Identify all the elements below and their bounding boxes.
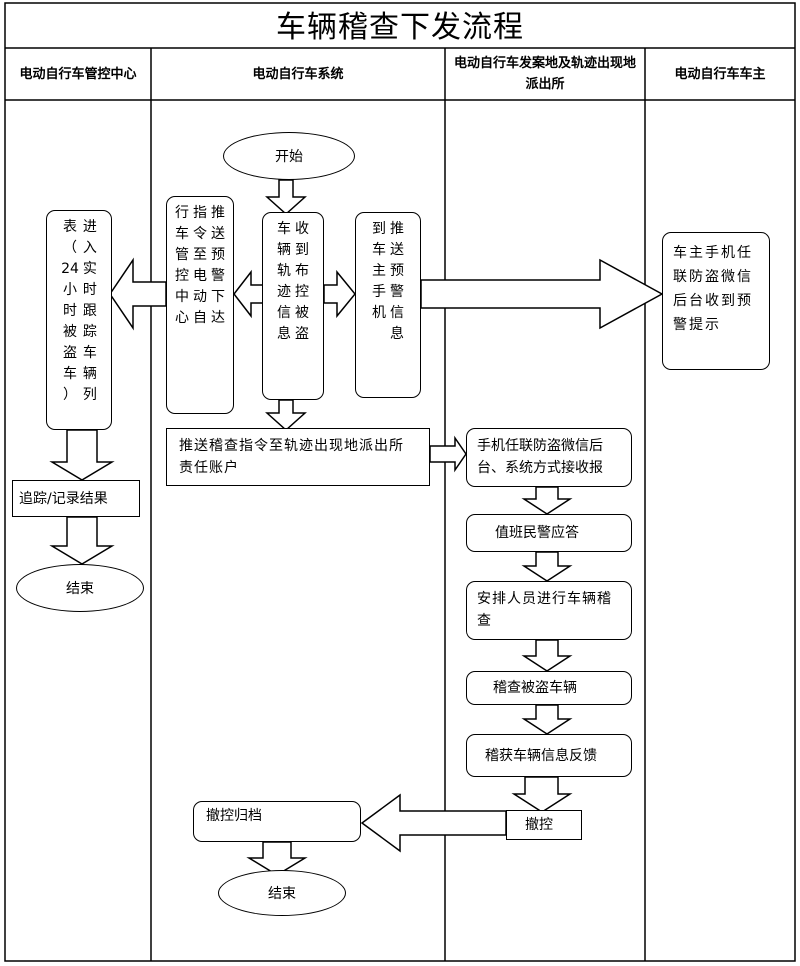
outer-border	[4, 2, 796, 962]
arrow-archive-to-end-bottom	[246, 841, 308, 876]
end-bottom-node: 结束	[218, 870, 346, 916]
push-center-node: 行车管控中心指令至电动自推送预警下达	[166, 196, 234, 414]
inspect-node: 稽查被盗车辆	[466, 671, 632, 705]
arrow-realtime-to-track	[49, 429, 115, 481]
vertical-text-column: 指令至电动自	[193, 205, 207, 326]
push-owner-node: 到车主手机推送预警信息	[355, 212, 421, 398]
vertical-text-column: 行车管控中心	[175, 205, 189, 326]
vertical-text-column: 推送预警信息	[390, 221, 404, 342]
duty-node: 值班民警应答	[466, 514, 632, 552]
arrow-start-to-receive	[265, 179, 307, 216]
track-node: 追踪/记录结果	[12, 480, 140, 517]
arrow-track-to-end-left	[49, 516, 115, 565]
vertical-text-column: 进入实时跟踪车辆列	[82, 219, 97, 403]
receive-report-node: 手机任联防盗微信后台、系统方式接收报	[466, 428, 632, 487]
arrow-receive-to-push-owner	[323, 269, 356, 319]
lane-header-control-center: 电动自行车管控中心	[19, 66, 137, 82]
arrow-push-owner-to-owner-notice	[420, 258, 664, 330]
arrow-receive-to-push-police	[265, 399, 307, 432]
feedback-node: 稽获车辆信息反馈	[466, 734, 632, 777]
arrow-cancel-to-archive	[360, 793, 507, 853]
vertical-text-column: 到车主手机	[372, 221, 386, 321]
push-police-node: 推送稽查指令至轨迹出现地派出所责任账户	[166, 428, 430, 486]
archive-node: 撤控归档	[193, 801, 361, 842]
end-left-node: 结束	[16, 564, 144, 612]
owner-notice-node: 车主手机任联防盗微信后台收到预警提示	[662, 232, 770, 370]
arrow-inspect-to-feedback	[521, 704, 573, 735]
receive-node: 车辆轨迹信息收到布控被盗	[262, 212, 324, 400]
arrow-feedback-to-cancel	[511, 776, 573, 813]
vertical-text-column: 推送预警下达	[211, 205, 225, 326]
arrow-duty-to-arrange	[521, 551, 573, 582]
diagram-title: 车辆稽查下发流程	[276, 10, 524, 45]
lane-header-system: 电动自行车系统	[252, 66, 344, 82]
arrange-node: 安排人员进行车辆稽查	[466, 581, 632, 640]
arrow-push-center-to-realtime	[109, 257, 167, 331]
lane-header-owner: 电动自行车车主	[674, 66, 766, 82]
lane-header-police: 电动自行车发案地及轨迹出现地派出所	[453, 56, 636, 92]
arrow-push-police-to-receive-report	[429, 435, 467, 473]
arrow-arrange-to-inspect	[521, 639, 573, 672]
cancel-node: 撤控	[506, 810, 582, 840]
arrow-receive-to-push-center	[233, 269, 264, 319]
arrow-receive-report-to-duty	[521, 486, 573, 515]
vertical-text-column: 车辆轨迹信息	[277, 221, 291, 342]
vertical-text-column: 收到布控被盗	[295, 221, 309, 342]
start-node: 开始	[223, 132, 355, 180]
